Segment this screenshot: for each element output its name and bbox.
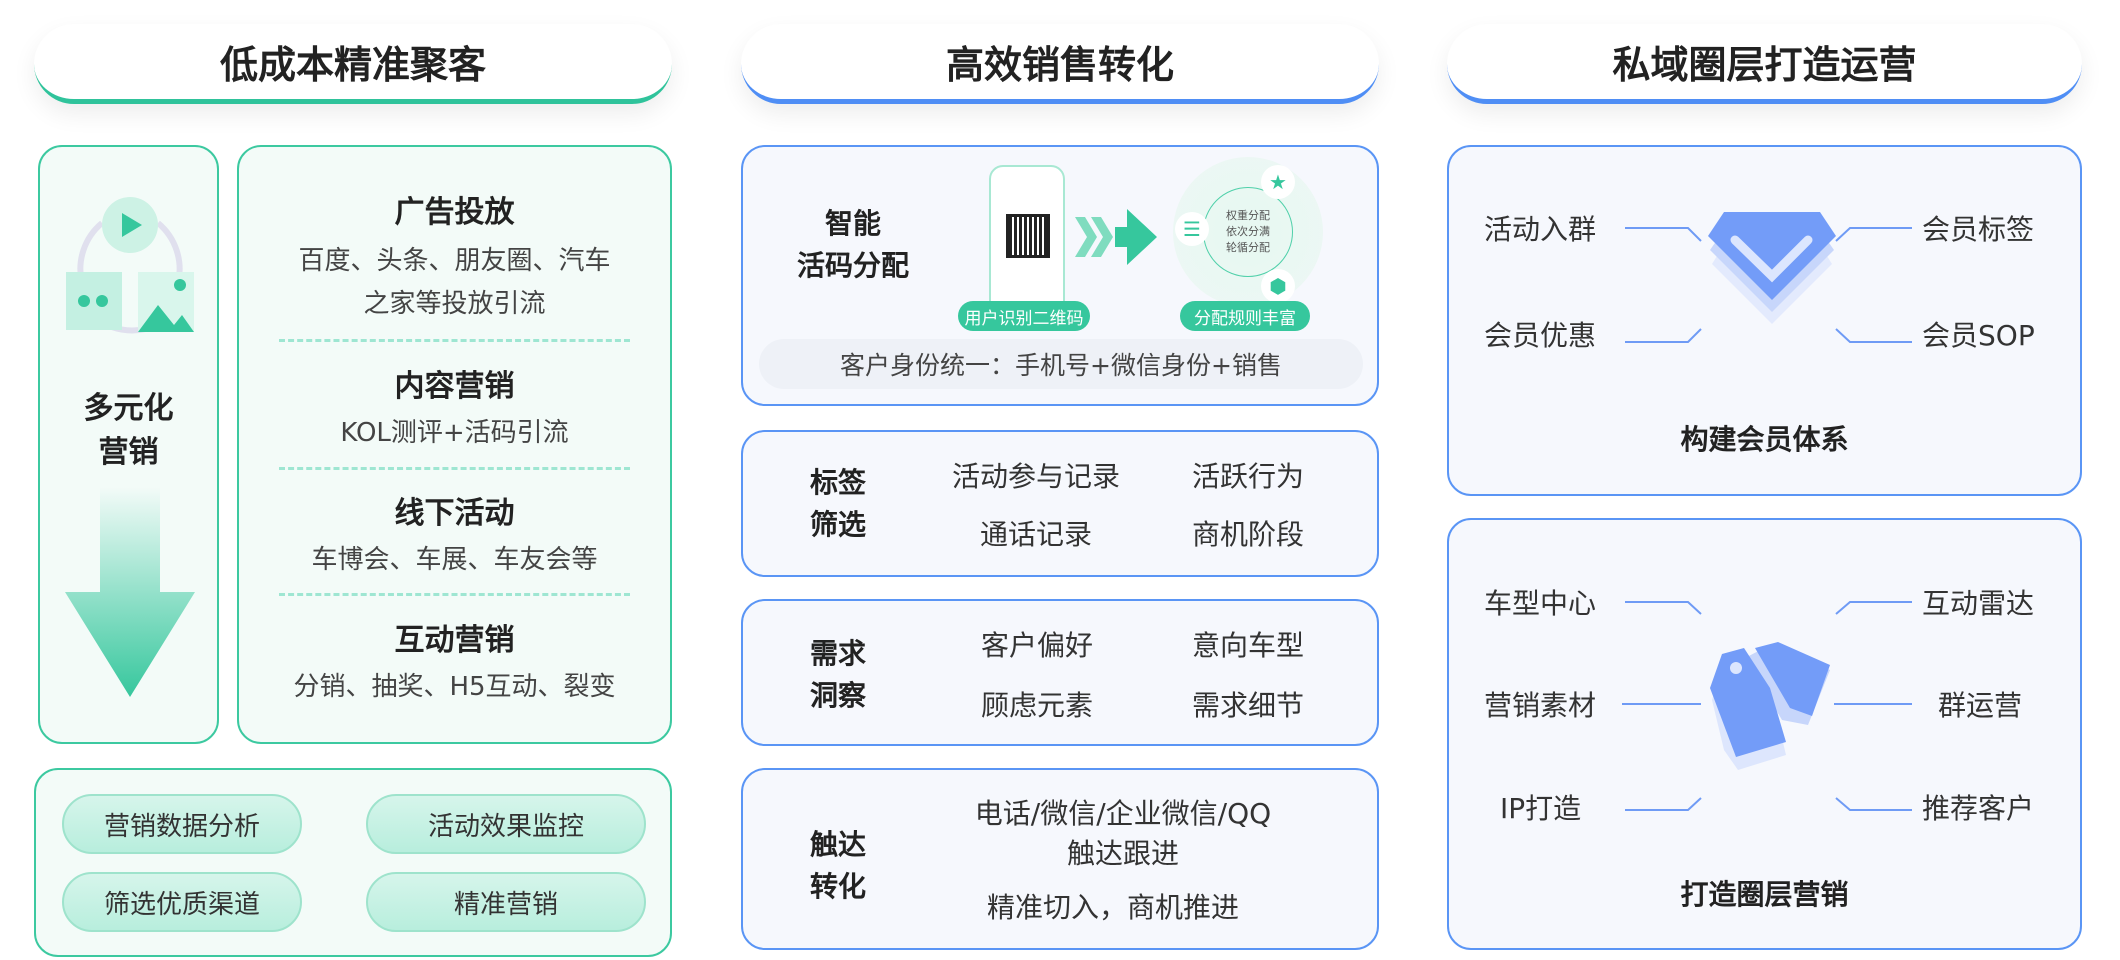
diversified-label-2: 营销	[98, 435, 159, 470]
insight-item: 客户偏好	[981, 629, 1094, 662]
circle-caption: 打造圈层营销	[1680, 878, 1849, 911]
shield-icon: ⬢	[1261, 269, 1295, 303]
pill-channel-filter: 筛选优质渠道	[62, 872, 302, 932]
divider	[279, 339, 630, 342]
phone-qr-mockup	[989, 165, 1065, 315]
circle-item: 互动雷达	[1922, 587, 2035, 620]
divider	[279, 593, 630, 596]
rule-item: 依次分满	[1226, 225, 1270, 238]
channel-title: 广告投放	[394, 195, 515, 230]
rule-item: 权重分配	[1226, 209, 1270, 222]
tag-item: 商机阶段	[1191, 518, 1305, 551]
insight-label-2: 洞察	[809, 679, 866, 712]
member-item: 会员标签	[1922, 213, 2035, 246]
insight-label-1: 需求	[809, 637, 866, 670]
identity-bar: 客户身份统一：手机号+微信身份+销售	[759, 339, 1363, 389]
tag-rules: 分配规则丰富	[1180, 301, 1310, 331]
smart-code-panel: 智能活码分配 用户识别二维码 权重分配 依次分满 轮循分配 ☰ ★ ⬢ 分配规则…	[741, 145, 1379, 406]
tag-filter-panel: 标签筛选 活动参与记录 活跃行为 通话记录 商机阶段	[741, 430, 1379, 577]
rule-item: 轮循分配	[1226, 241, 1270, 254]
star-icon: ★	[1261, 165, 1295, 199]
reach-label-2: 转化	[809, 870, 866, 903]
circle-item: 车型中心	[1484, 587, 1597, 620]
circle-item: IP打造	[1500, 792, 1582, 825]
pill-effect-monitor: 活动效果监控	[366, 794, 646, 854]
reach-conversion-panel: 触达转化 电话/微信/企业微信/QQ 触达跟进 精准切入，商机推进	[741, 768, 1379, 950]
reach-line: 精准切入，商机推进	[986, 891, 1240, 924]
member-caption: 构建会员体系	[1680, 423, 1849, 456]
tag-item: 通话记录	[979, 518, 1093, 551]
circle-item: 推荐客户	[1922, 792, 2035, 825]
channel-desc: 百度、头条、朋友圈、汽车	[298, 246, 611, 276]
rules-circle: 权重分配 依次分满 轮循分配 ☰ ★ ⬢	[1173, 157, 1323, 307]
arrow-right-icon	[1075, 209, 1157, 265]
tag-item: 活跃行为	[1191, 460, 1305, 493]
pill-precise-marketing: 精准营销	[366, 872, 646, 932]
insight-item: 需求细节	[1191, 689, 1305, 722]
member-item: 活动入群	[1484, 213, 1597, 246]
reach-label-1: 触达	[809, 828, 866, 861]
channel-desc: 分销、抽奖、H5互动、裂变	[293, 672, 616, 702]
channel-title: 互动营销	[394, 623, 515, 658]
demand-insight-panel: 需求洞察 客户偏好 意向车型 顾虑元素 需求细节	[741, 599, 1379, 746]
gem-icon	[1708, 212, 1836, 324]
reach-line: 电话/微信/企业微信/QQ	[974, 797, 1272, 830]
column-header-conversion: 高效销售转化	[741, 24, 1379, 104]
down-arrow-icon	[65, 487, 195, 697]
member-item: 会员优惠	[1484, 319, 1597, 352]
column-header-private-domain: 私域圈层打造运营	[1447, 24, 2082, 104]
channel-desc: 车博会、车展、车友会等	[311, 545, 598, 575]
tags-icon	[1710, 642, 1830, 770]
tag-filter-label: 标签筛选	[793, 462, 883, 546]
member-system-panel	[1447, 145, 2082, 496]
insight-item: 顾虑元素	[981, 689, 1094, 722]
diversified-label-1: 多元化	[83, 391, 174, 426]
channels-panel: 广告投放 百度、头条、朋友圈、汽车 之家等投放引流 内容营销 KOL测评+活码引…	[237, 145, 672, 744]
list-icon: ☰	[1175, 212, 1209, 246]
smart-label-1: 智能	[824, 207, 881, 240]
media-icons	[66, 197, 194, 334]
channel-desc: KOL测评+活码引流	[340, 418, 569, 448]
member-item: 会员SOP	[1922, 319, 2035, 352]
pill-data-analysis: 营销数据分析	[62, 794, 302, 854]
tag-user-qr: 用户识别二维码	[958, 301, 1090, 331]
tag-filter-label-2: 筛选	[809, 508, 866, 541]
channel-desc: 之家等投放引流	[363, 289, 546, 319]
reach-line: 触达跟进	[1066, 837, 1180, 870]
smart-label-2: 活码分配	[796, 249, 909, 282]
smart-label: 智能活码分配	[783, 203, 923, 287]
tag-item: 活动参与记录	[951, 460, 1121, 493]
circle-item: 群运营	[1938, 689, 2023, 722]
column-header-acquisition: 低成本精准聚客	[34, 24, 672, 104]
insight-item: 意向车型	[1191, 629, 1305, 662]
circle-item: 营销素材	[1484, 689, 1597, 722]
divider	[279, 467, 630, 470]
qr-code-icon	[1006, 214, 1050, 258]
channel-title: 线下活动	[394, 496, 515, 531]
tag-filter-label-1: 标签	[809, 466, 866, 499]
analytics-panel: 营销数据分析 活动效果监控 筛选优质渠道 精准营销	[34, 768, 672, 957]
channel-title: 内容营销	[394, 369, 515, 404]
diversified-marketing-panel: 多元化 营销	[38, 145, 219, 744]
